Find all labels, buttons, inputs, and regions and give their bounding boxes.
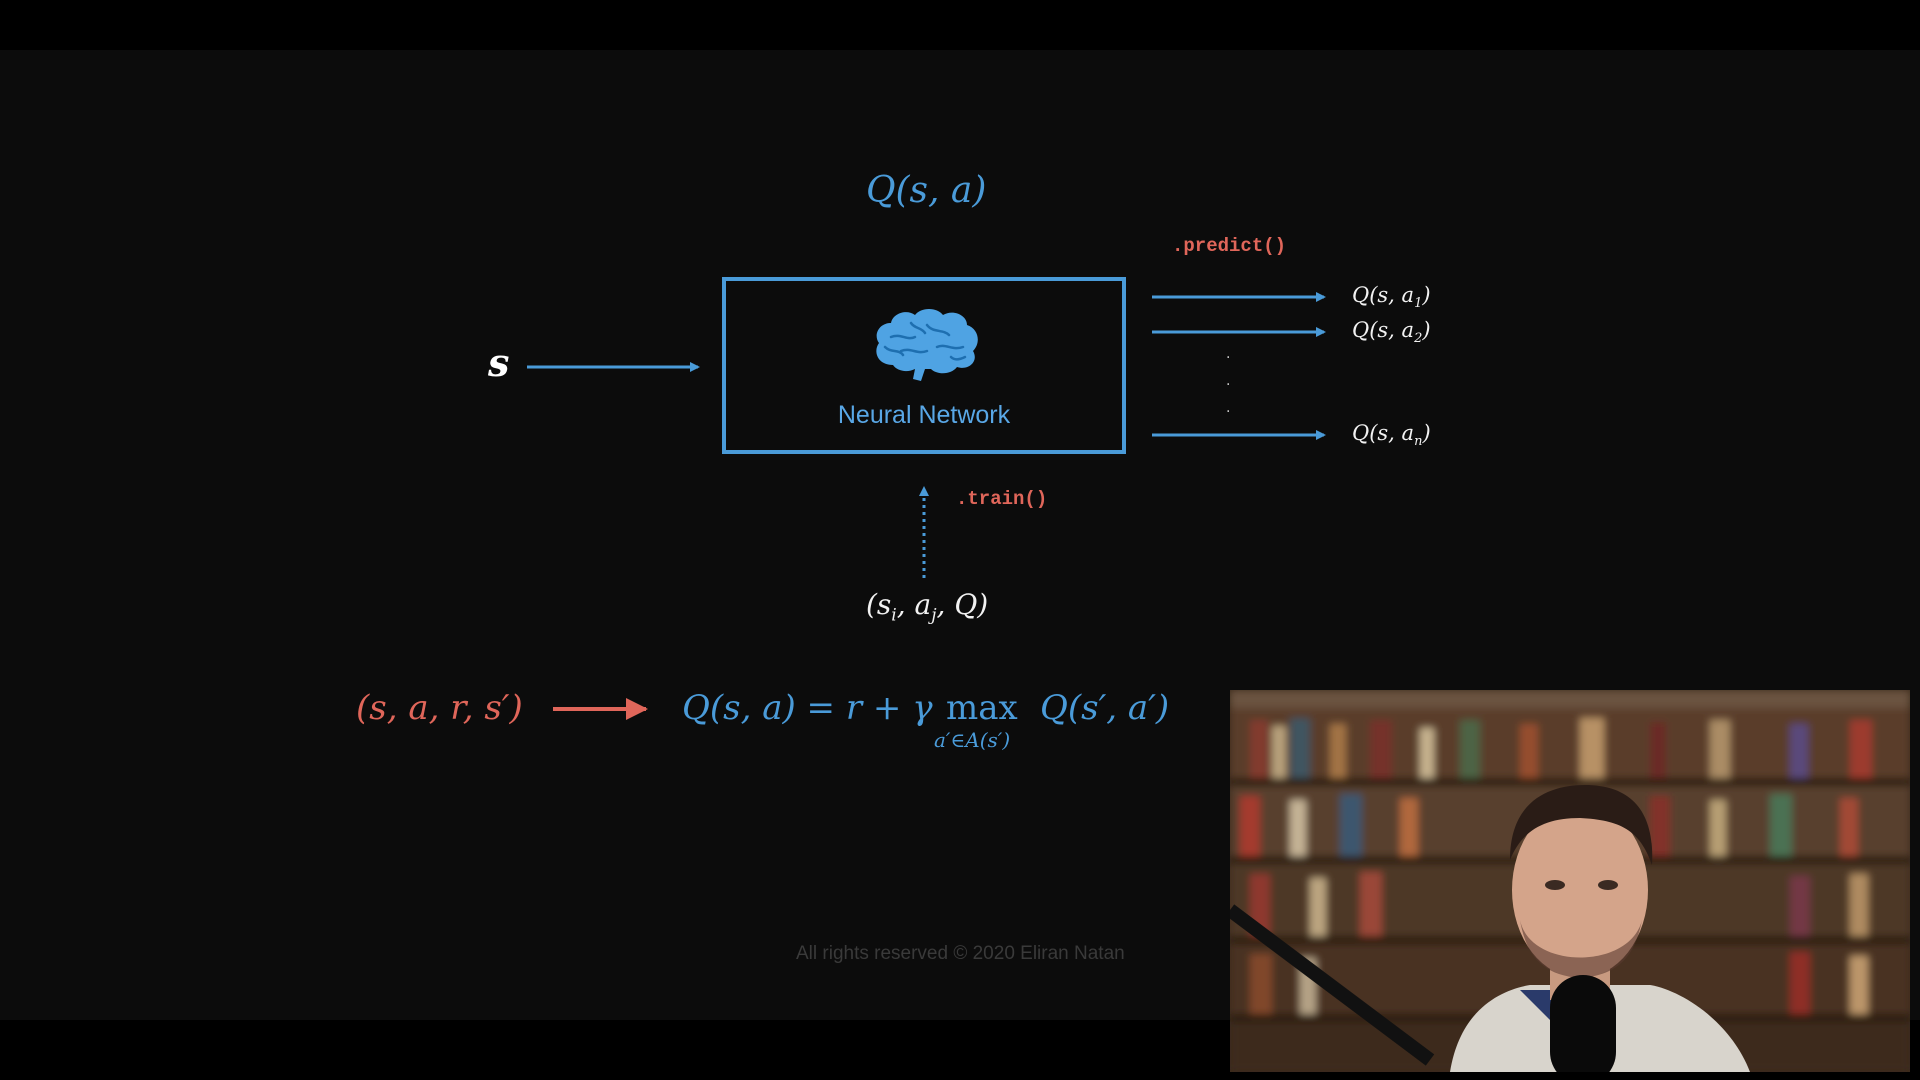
output-q-2-sub: 2 bbox=[1414, 331, 1423, 347]
output-q-2-text: Q(s, a bbox=[1352, 318, 1415, 342]
neural-network-label: Neural Network bbox=[837, 401, 1011, 429]
bellman-rhs: Q(s′, a′) bbox=[1040, 688, 1170, 728]
bellman-max-subscript: a′∈A(s′) bbox=[934, 728, 1011, 752]
output-q-1-text: Q(s, a bbox=[1352, 283, 1415, 307]
output-q-1: Q(s, a1) bbox=[1352, 283, 1431, 311]
training-tuple-sub-j: j bbox=[931, 605, 937, 626]
training-tuple: (si, aj, Q) bbox=[866, 588, 988, 626]
microphone bbox=[1550, 975, 1616, 1072]
output-q-1-sub: 1 bbox=[1414, 296, 1423, 312]
letterbox-bottom bbox=[0, 1020, 1230, 1080]
output-q-2: Q(s, a2) bbox=[1352, 318, 1431, 346]
copyright-text: All rights reserved © 2020 Eliran Natan bbox=[796, 943, 1125, 964]
training-tuple-sub-i: i bbox=[891, 605, 897, 626]
input-s-label: s bbox=[488, 340, 510, 385]
letterbox-top bbox=[0, 0, 1920, 50]
output-q-n: Q(s, an) bbox=[1352, 421, 1431, 449]
output-q-n-sub: n bbox=[1414, 434, 1423, 450]
presenter-webcam bbox=[1230, 690, 1910, 1072]
training-tuple-close: , Q) bbox=[936, 588, 989, 621]
predict-label: .predict() bbox=[1172, 235, 1287, 257]
train-label: .train() bbox=[956, 488, 1048, 510]
output-q-1-close: ) bbox=[1422, 283, 1431, 307]
brain-icon bbox=[871, 307, 981, 390]
transition-tuple: (s, a, r, s′) bbox=[356, 688, 523, 728]
output-ellipsis: ··· bbox=[1226, 350, 1231, 420]
title-q: Q(s, a) bbox=[866, 170, 987, 211]
training-tuple-open: (s bbox=[866, 588, 892, 621]
bellman-max: max bbox=[946, 688, 1018, 728]
output-q-2-close: ) bbox=[1422, 318, 1431, 342]
output-q-n-close: ) bbox=[1422, 421, 1431, 445]
output-q-n-text: Q(s, a bbox=[1352, 421, 1415, 445]
training-tuple-mid: , a bbox=[896, 588, 932, 621]
bellman-lhs: Q(s, a) = r + γ bbox=[682, 688, 933, 728]
neural-network-box: Neural Network bbox=[722, 277, 1126, 454]
mic-arm bbox=[1230, 904, 1435, 1066]
